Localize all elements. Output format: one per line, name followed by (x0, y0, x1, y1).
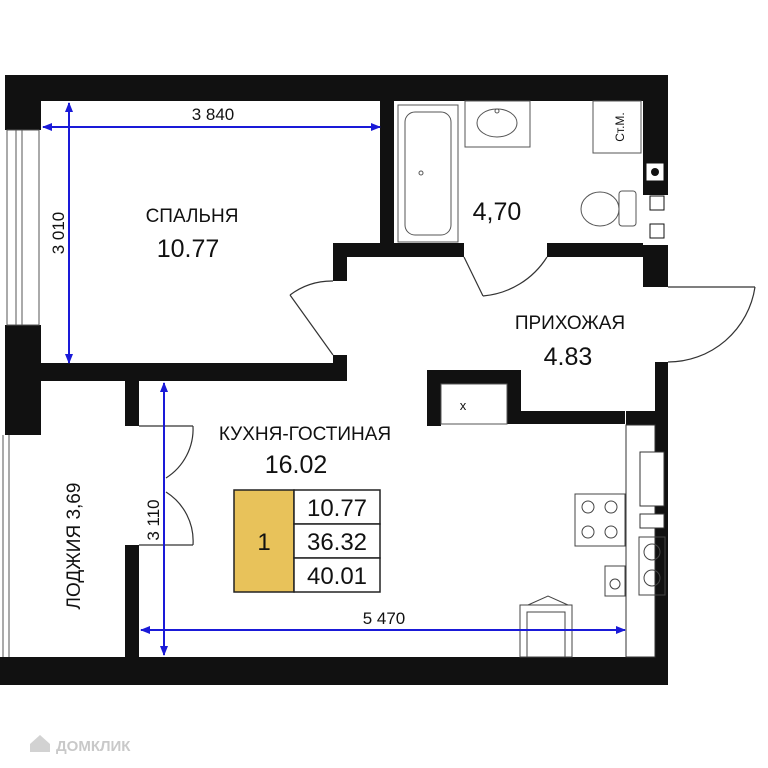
walls (0, 75, 668, 685)
bathroom-area: 4,70 (473, 198, 522, 226)
dim-bedroom-width: 3 840 (192, 105, 235, 124)
closet (440, 383, 508, 425)
area-no-loggia-value: 36.32 (307, 529, 367, 556)
loggia-label: ЛОДЖИЯ 3,69 (64, 483, 85, 610)
shaft (645, 162, 665, 239)
rooms-count-badge (233, 489, 295, 593)
loggia-edge (2, 435, 10, 657)
sink (464, 100, 531, 148)
dimension-lines (42, 102, 626, 656)
stove (574, 493, 626, 547)
hallway-name: ПРИХОЖАЯ (515, 313, 625, 334)
kitchen-living-name: КУХНЯ-ГОСТИНАЯ (219, 424, 391, 445)
watermark-logo: ДОМКЛИК (30, 735, 131, 755)
total-area-value: 40.01 (307, 563, 367, 590)
toilet (580, 190, 637, 227)
dim-kitchen-width: 5 470 (363, 609, 406, 628)
bedroom-name: СПАЛЬНЯ (146, 206, 239, 227)
bedroom-area: 10.77 (157, 235, 220, 263)
hallway-area: 4.83 (544, 343, 593, 371)
dishwasher (604, 565, 626, 597)
bathtub (397, 104, 459, 243)
dim-kitchen-depth: 3 110 (144, 499, 163, 540)
kitchen-counter (625, 424, 665, 658)
rooms-count: 1 (257, 529, 270, 556)
living-area-value: 10.77 (307, 495, 367, 522)
bedroom-window (6, 129, 40, 326)
kitchen-living-area: 16.02 (265, 451, 328, 479)
dim-bedroom-depth: 3 010 (49, 212, 68, 255)
washer-label: Ст.М. (613, 112, 627, 142)
info-box (233, 489, 381, 593)
closet-mark: x (460, 398, 467, 413)
watermark-text: ДОМКЛИК (56, 738, 131, 755)
washing-machine (592, 100, 642, 154)
kitchen-sink (638, 536, 666, 596)
fridge (519, 595, 573, 658)
